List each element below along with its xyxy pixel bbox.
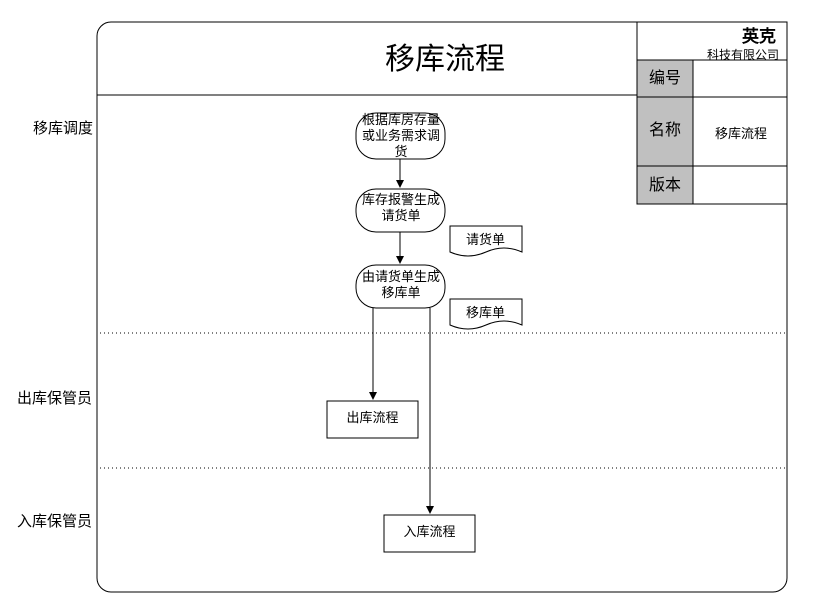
doc-transfer: 移库单 (466, 306, 506, 321)
brand-name: 英克 (742, 27, 776, 47)
page-title: 移库流程 (385, 42, 505, 77)
node-stock-alert: 库存报警生成请货单 (361, 193, 440, 224)
doc-request: 请货单 (466, 233, 506, 248)
node-from-request-shape (355, 264, 446, 309)
lane-label-inbound-keeper: 入库保管员 (17, 512, 93, 530)
lane-label-dispatcher: 移库调度 (33, 119, 94, 137)
node-from-request: 由请货单生成移库单 (361, 270, 440, 301)
node-request-goods: 根据库房存量或业务需求调货 (361, 113, 440, 160)
info-label-cell-name (636, 96, 694, 167)
node-outbound-shape (326, 400, 419, 439)
info-label-name: 名称 (648, 120, 681, 139)
node-inbound-shape (383, 514, 476, 553)
info-label-number: 编号 (648, 68, 681, 87)
doc-request-shape (449, 225, 523, 257)
company-name: 科技有限公司 (707, 48, 780, 62)
info-table (636, 21, 788, 205)
info-label-cell-version (636, 165, 694, 205)
node-inbound: 入库流程 (403, 525, 456, 540)
info-label-version: 版本 (648, 175, 681, 194)
info-value-name: 移库流程 (715, 127, 768, 142)
doc-transfer-shape (449, 298, 523, 330)
lane-label-outbound-keeper: 出库保管员 (17, 389, 93, 407)
page-frame (96, 21, 788, 593)
node-outbound: 出库流程 (346, 411, 399, 426)
